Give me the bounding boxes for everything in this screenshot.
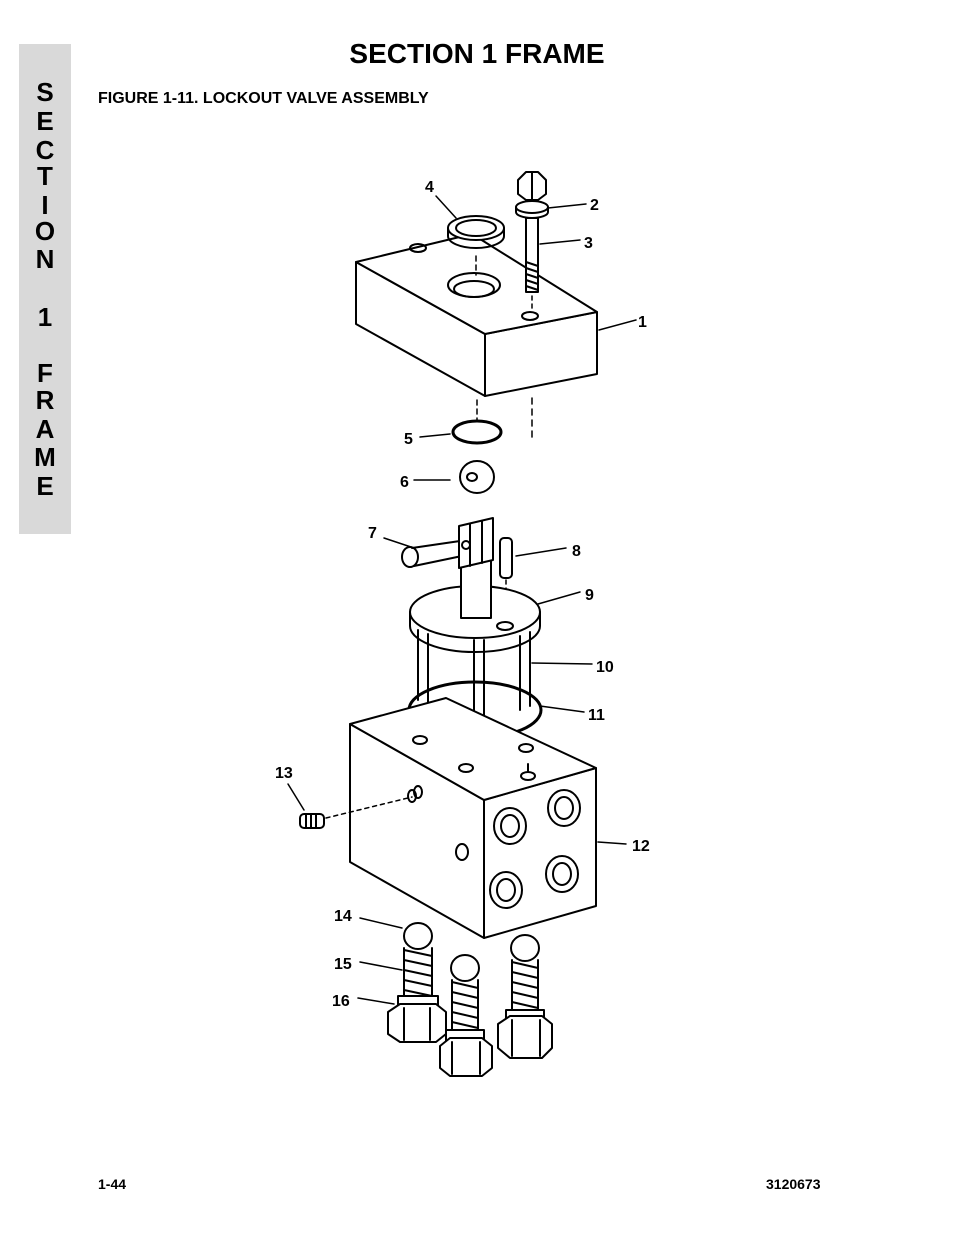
document-number: 3120673	[766, 1176, 821, 1192]
part-9-spool-plate	[409, 517, 541, 653]
callout-16: 16	[332, 993, 350, 1010]
cartridge-left	[387, 922, 447, 1043]
section-side-tab: S E C T I O N 1 F R A M E	[19, 44, 71, 534]
callout-7: 7	[368, 525, 377, 542]
callout-5: 5	[404, 431, 413, 448]
callout-15: 15	[334, 956, 352, 973]
side-tab-letter: C	[35, 135, 55, 165]
part-2-3-bolt-washer	[515, 171, 549, 313]
callout-10: 10	[596, 659, 614, 676]
callout-9: 9	[585, 587, 594, 604]
callout-numbers: 1 2 3 4 5 6 7 8 9 10 11 12 13 14 15 16	[275, 179, 650, 1010]
side-tab-letter: T	[37, 161, 53, 191]
callout-8: 8	[572, 543, 581, 560]
side-tab-letter: R	[35, 385, 55, 415]
side-tab-letter: O	[34, 216, 56, 246]
callout-1: 1	[638, 314, 647, 331]
side-tab-letter: I	[41, 190, 49, 220]
callout-leader-lines	[287, 195, 637, 1005]
side-tab-letter: N	[35, 244, 55, 274]
callout-12: 12	[632, 838, 650, 855]
side-tab-letter: A	[35, 414, 55, 444]
part-13-set-screw	[299, 796, 413, 829]
cartridge-right	[497, 934, 553, 1059]
part-4-bushing	[447, 215, 505, 276]
figure-title: FIGURE 1-11. LOCKOUT VALVE ASSEMBLY	[98, 90, 429, 107]
side-tab-letter: E	[36, 471, 54, 501]
cartridge-middle	[439, 954, 493, 1077]
page-title: SECTION 1 FRAME	[349, 38, 605, 69]
callout-14: 14	[334, 908, 352, 925]
callout-2: 2	[590, 197, 599, 214]
side-tab-letter: E	[36, 106, 54, 136]
side-tab-letter: M	[34, 442, 56, 472]
callout-4: 4	[425, 179, 434, 196]
part-6-disc	[459, 460, 495, 494]
part-12-valve-body	[349, 697, 597, 939]
part-5-o-ring	[451, 397, 533, 445]
callout-6: 6	[400, 474, 409, 491]
callout-13: 13	[275, 765, 293, 782]
side-tab-letter: S	[36, 77, 54, 107]
callout-3: 3	[584, 235, 593, 252]
side-tab-letter: 1	[37, 302, 53, 332]
page-number: 1-44	[98, 1176, 127, 1192]
part-1-upper-block	[355, 233, 598, 397]
callout-11: 11	[588, 707, 605, 724]
side-tab-letter: F	[37, 358, 53, 388]
